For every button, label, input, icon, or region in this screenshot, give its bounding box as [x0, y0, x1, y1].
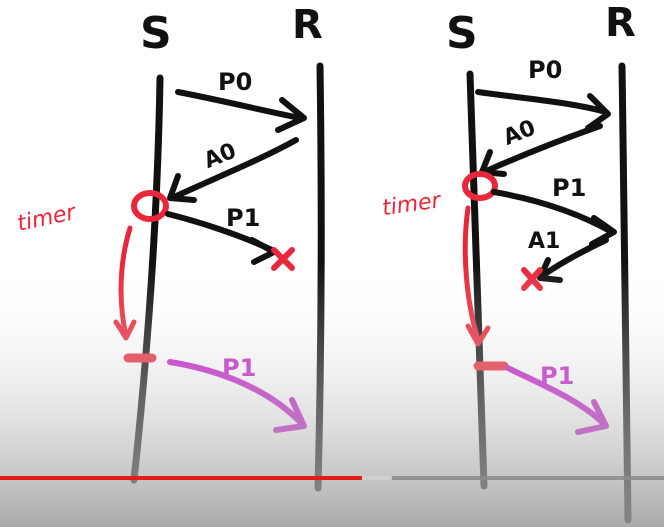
- progress-played: [0, 476, 362, 480]
- video-progress-bar[interactable]: [0, 476, 664, 480]
